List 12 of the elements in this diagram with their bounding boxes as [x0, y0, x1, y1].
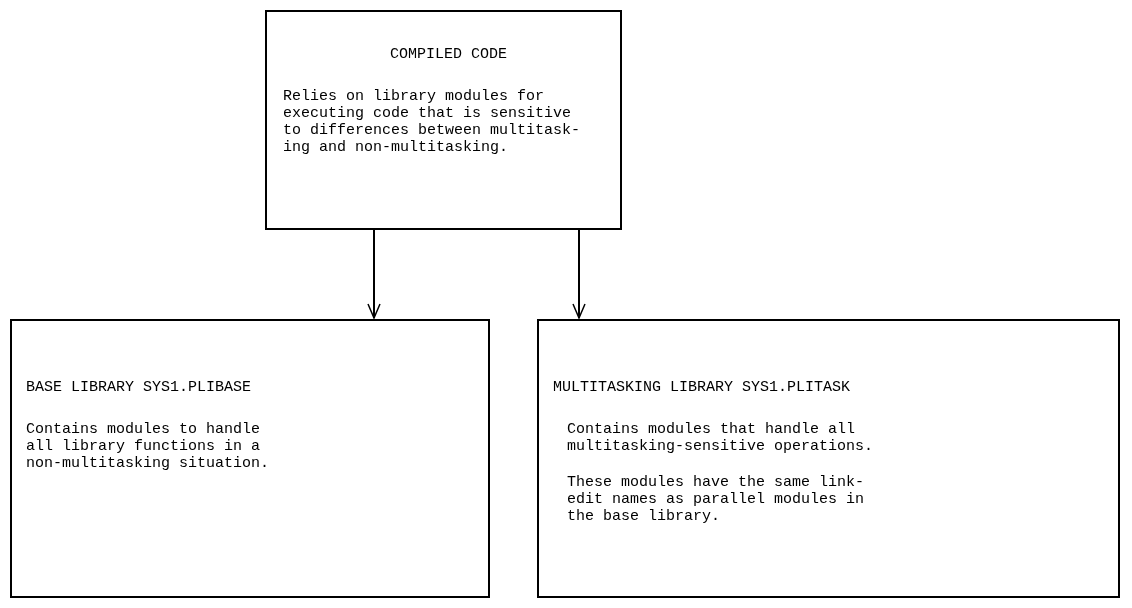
- text-box: [265, 10, 622, 230]
- text-box: [537, 319, 1120, 598]
- box-heading: COMPILED CODE: [389, 46, 508, 63]
- box-heading: MULTITASKING LIBRARY SYS1.PLITASK: [553, 379, 852, 396]
- box-heading: BASE LIBRARY SYS1.PLIBASE: [26, 379, 253, 396]
- box-description: Contains modules to handle all library functions in a non-multitasking situation.: [26, 421, 270, 472]
- box-description: Relies on library modules for executing code that is sensitive to differences between multitask- ing and non-multitasking.: [283, 88, 582, 156]
- text-box: [10, 319, 490, 598]
- arrow: [367, 229, 381, 319]
- box-description: Contains modules that handle all multitasking-sensitive operations.: [567, 421, 875, 455]
- box-note: These modules have the same link- edit names as parallel modules in the base library.: [567, 474, 866, 525]
- arrow: [572, 229, 586, 319]
